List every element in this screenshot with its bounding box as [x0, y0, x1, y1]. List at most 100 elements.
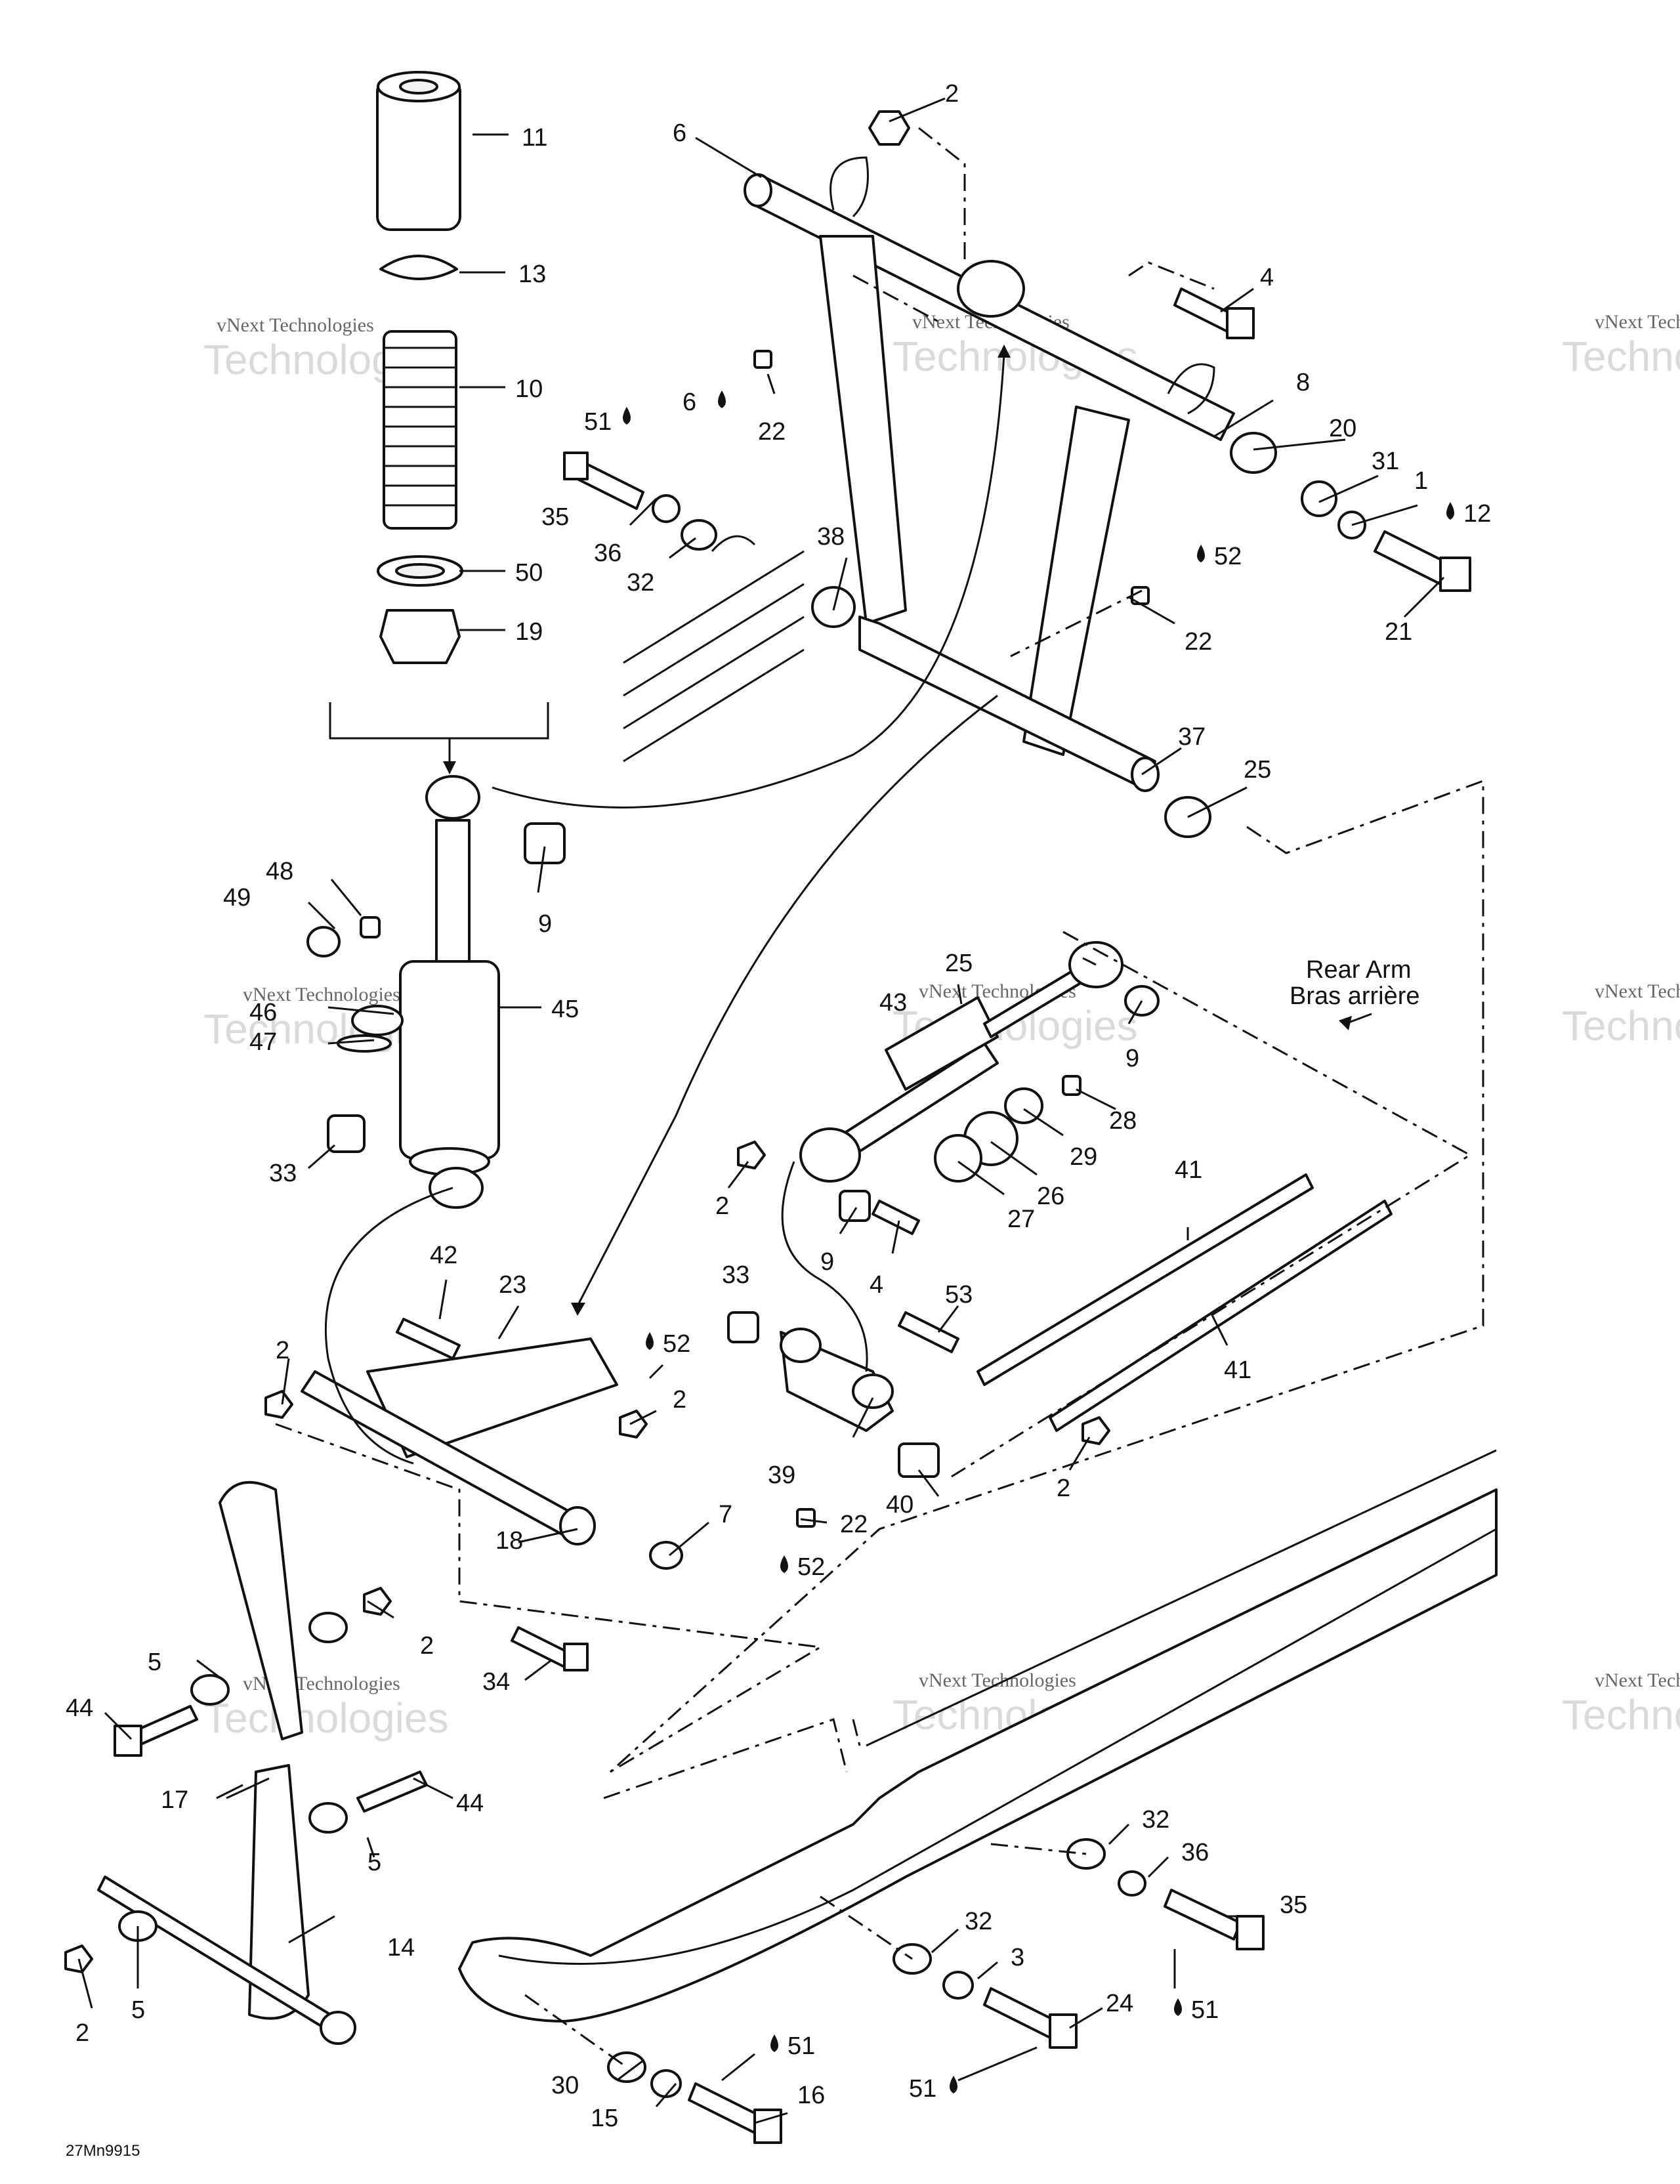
- callout: 29: [1070, 1143, 1097, 1171]
- lubricant-drop-icon: [718, 390, 726, 408]
- watermark: Technologies: [1562, 333, 1680, 380]
- nut: [264, 1390, 293, 1419]
- callout: 2: [673, 1386, 686, 1414]
- callout: 48: [266, 858, 293, 885]
- lubricant-drop-icon: [780, 1555, 788, 1573]
- spring-adjuster: [379, 609, 461, 664]
- nut: [868, 110, 910, 146]
- shock-absorber-assembly: [306, 71, 566, 1209]
- callout: 32: [1142, 1806, 1169, 1834]
- callout: 30: [551, 2072, 579, 2099]
- watermark: Technologies: [1562, 1691, 1680, 1738]
- callout: 17: [161, 1786, 188, 1814]
- bolt: [396, 1318, 461, 1360]
- bolt: [1374, 530, 1452, 585]
- callout: 10: [515, 375, 543, 403]
- callout: 15: [591, 2105, 618, 2132]
- watermark: vNext Technologies: [243, 984, 400, 1005]
- callout: 2: [75, 2019, 89, 2047]
- callout: 53: [945, 1281, 973, 1309]
- callout: 52: [1214, 543, 1242, 570]
- callout: 39: [768, 1461, 795, 1489]
- callout: 51: [788, 2032, 815, 2060]
- fitting: [1062, 1075, 1082, 1096]
- callout: 6: [682, 388, 696, 416]
- callout: 20: [1329, 415, 1356, 442]
- pivot-bracket-assembly: [264, 1186, 824, 1773]
- arm-leg: [819, 235, 907, 625]
- callout: 26: [1037, 1183, 1064, 1210]
- lubricant-drop-icon: [1197, 545, 1205, 562]
- lubricant-drop-icon: [1174, 1998, 1182, 2016]
- callout: 32: [965, 1908, 992, 1935]
- callout: 2: [715, 1192, 729, 1220]
- o-ring: [934, 1134, 982, 1183]
- washer: [308, 1802, 348, 1834]
- washer: [190, 1674, 230, 1706]
- callout: 18: [495, 1527, 523, 1555]
- rail-body: [458, 1488, 1498, 2023]
- bolt-head: [1439, 556, 1471, 592]
- bolt: [511, 1626, 572, 1668]
- callout: 5: [148, 1648, 161, 1676]
- callout: 2: [1057, 1475, 1070, 1502]
- callout: 49: [223, 884, 251, 912]
- callout: 9: [1125, 1045, 1139, 1072]
- o-ring: [337, 1034, 392, 1053]
- callout: 32: [627, 569, 654, 597]
- washer: [652, 494, 681, 523]
- watermark: Technologies: [203, 1694, 449, 1742]
- callout: 9: [820, 1248, 834, 1276]
- callout: 23: [499, 1271, 526, 1299]
- bolt: [983, 1987, 1058, 2039]
- washer: [1118, 1870, 1146, 1897]
- cap: [306, 926, 341, 957]
- callout: 36: [594, 539, 621, 567]
- callout: 41: [1224, 1356, 1251, 1384]
- lubricant-drop-icon: [623, 407, 631, 425]
- callout: 28: [1109, 1107, 1137, 1135]
- callout: 7: [719, 1501, 732, 1528]
- callout: 42: [430, 1242, 457, 1269]
- leader-lines: [77, 97, 1445, 2124]
- callout: 3: [1011, 1944, 1024, 1971]
- callout: 2: [276, 1337, 289, 1364]
- rear-arm-label: Rear Arm: [1306, 956, 1411, 984]
- watermark: Technologies: [1562, 1002, 1680, 1049]
- watermark: vNext Technologies: [919, 1670, 1076, 1691]
- callout: 25: [1244, 756, 1271, 784]
- callout: 51: [1191, 1996, 1219, 2024]
- bushing: [898, 1442, 940, 1478]
- watermark: vNext Technologies: [1595, 980, 1680, 1002]
- rod: [1049, 1200, 1393, 1432]
- fitting: [360, 916, 381, 938]
- spring-clip: [379, 255, 458, 280]
- callout: 33: [269, 1160, 297, 1187]
- watermark: vNext Technologies: [217, 314, 374, 336]
- callout: 38: [817, 523, 845, 551]
- nut: [363, 1587, 392, 1616]
- callout: 27: [1007, 1206, 1035, 1233]
- strap: [219, 1480, 303, 1740]
- rear-arm-label-fr: Bras arrière: [1290, 982, 1420, 1010]
- lubricant-drop-icon: [950, 2076, 957, 2093]
- callout: 52: [797, 1553, 825, 1581]
- callout: 51: [909, 2075, 936, 2103]
- callout: 31: [1372, 448, 1399, 475]
- shock-body: [399, 960, 500, 1160]
- callout: 4: [1260, 264, 1274, 291]
- pivot-boss: [957, 260, 1025, 318]
- callout: 44: [456, 1790, 484, 1817]
- bolt: [688, 2082, 763, 2134]
- slide-rail: [458, 1449, 1498, 2144]
- grease-fitting: [753, 350, 772, 369]
- callout: 47: [249, 1028, 277, 1056]
- callout: 12: [1463, 500, 1491, 528]
- callout: 35: [1280, 1891, 1307, 1919]
- diagram-code: 27Mn9915: [66, 2142, 140, 2160]
- callout: 51: [584, 408, 612, 436]
- callout: 11: [522, 124, 547, 152]
- callout: 2: [945, 80, 959, 108]
- washer: [650, 2069, 682, 2098]
